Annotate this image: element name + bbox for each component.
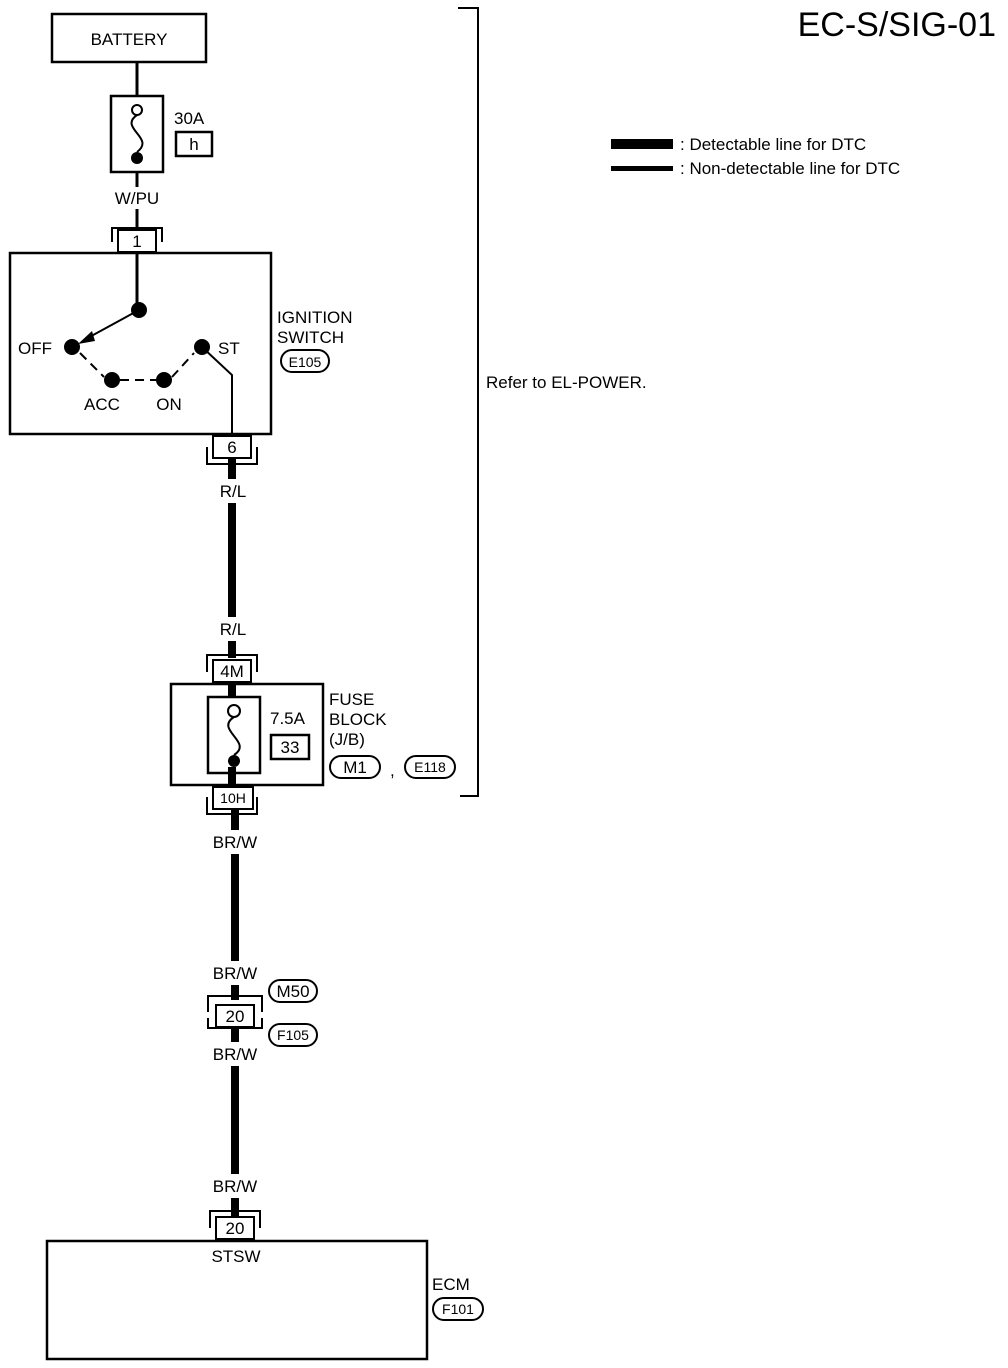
switch-st-wire bbox=[201, 346, 233, 436]
switch-pin1-housing bbox=[111, 227, 163, 242]
ignition-switch-connector-oval bbox=[280, 349, 330, 373]
legend-non-detectable: : Non-detectable line for DTC bbox=[680, 159, 900, 178]
fuse33-terminal-bottom bbox=[228, 755, 240, 767]
main-fuse-element bbox=[130, 114, 144, 153]
switch-contact-acc bbox=[104, 372, 120, 388]
ignition-switch-label-2: SWITCH bbox=[277, 328, 344, 347]
switch-pos-on: ON bbox=[156, 395, 182, 414]
page-id: EC-S/SIG-01 bbox=[798, 6, 996, 44]
main-fuse-id-box bbox=[174, 130, 214, 158]
legend-thick-line-sample bbox=[611, 139, 673, 149]
ecm-connector-oval bbox=[432, 1297, 484, 1321]
fuseblock-connector-separator: , bbox=[390, 761, 395, 780]
fuseblock-connector-a-oval bbox=[329, 755, 381, 779]
ecm-pin-housing bbox=[209, 1210, 261, 1228]
main-fuse-id: h bbox=[189, 135, 198, 154]
fuse33-number: 33 bbox=[281, 738, 300, 757]
wire-label-bg bbox=[204, 961, 266, 985]
legend-detectable: : Detectable line for DTC bbox=[680, 135, 866, 154]
joint-connector-bottom-oval bbox=[268, 1023, 318, 1047]
fuse33-terminal-top bbox=[227, 704, 241, 718]
main-fuse-terminal-top bbox=[131, 104, 143, 116]
wire-label-bg bbox=[204, 1042, 266, 1066]
fuseblock-connector-a: M1 bbox=[343, 758, 367, 777]
el-power-bracket bbox=[458, 7, 479, 797]
joint-connector-bottom: F105 bbox=[277, 1027, 309, 1043]
legend-thin-line-sample bbox=[611, 166, 673, 171]
wire-label-brw-3: BR/W bbox=[213, 1045, 257, 1064]
main-fuse-terminal-bottom bbox=[131, 152, 143, 164]
battery-label: BATTERY bbox=[91, 30, 168, 49]
fuse33-rating: 7.5A bbox=[270, 709, 306, 728]
switch-pos-acc: ACC bbox=[84, 395, 120, 414]
joint-connector-pin: 20 bbox=[226, 1007, 245, 1026]
wire-label-wpu: W/PU bbox=[115, 189, 159, 208]
ecm-connector: F101 bbox=[442, 1301, 474, 1317]
wire-label-bg bbox=[112, 187, 164, 209]
fuseblock-label-3: (J/B) bbox=[329, 730, 365, 749]
main-fuse-rating: 30A bbox=[174, 109, 205, 128]
legend: : Detectable line for DTC : Non-detectab… bbox=[611, 135, 900, 178]
fuseblock-connector-b-oval bbox=[404, 755, 456, 779]
wire-label-rl-bottom: R/L bbox=[220, 620, 246, 639]
ecm-label: ECM bbox=[432, 1275, 470, 1294]
fuseblock-connector-b: E118 bbox=[414, 759, 446, 775]
switch-pin6: 6 bbox=[227, 438, 236, 457]
refer-note: Refer to EL-POWER. bbox=[486, 373, 647, 392]
wire-label-brw-1: BR/W bbox=[213, 833, 257, 852]
switch-pos-off: OFF bbox=[18, 339, 52, 358]
ignition-switch-connector: E105 bbox=[289, 354, 322, 370]
switch-contact-on bbox=[156, 372, 172, 388]
fuseblock-label-2: BLOCK bbox=[329, 710, 387, 729]
battery-box bbox=[50, 12, 208, 64]
ignition-switch-box bbox=[8, 251, 273, 436]
ecm-box bbox=[45, 1239, 429, 1361]
wire-label-bg bbox=[210, 479, 256, 503]
switch-pin1: 1 bbox=[132, 232, 141, 251]
switch-lever-arrow bbox=[78, 331, 95, 344]
wire-label-brw-4: BR/W bbox=[213, 1177, 257, 1196]
fuseblock-pin-in-housing bbox=[206, 654, 258, 672]
ecm-pin-box bbox=[215, 1216, 255, 1240]
fuse33-element bbox=[227, 716, 241, 756]
wire-label-bg bbox=[204, 830, 266, 854]
switch-contact-off bbox=[64, 339, 80, 355]
fuseblock-pin-out: 10H bbox=[220, 790, 246, 806]
fuseblock-label-1: FUSE bbox=[329, 690, 374, 709]
switch-pos-st: ST bbox=[218, 339, 240, 358]
switch-position-path bbox=[79, 352, 195, 381]
joint-connector-pin-box bbox=[215, 1004, 255, 1028]
joint-connector-housing-top bbox=[207, 995, 263, 1012]
fuse33-number-box bbox=[269, 733, 311, 761]
ecm-pin: 20 bbox=[226, 1219, 245, 1238]
wire-label-bg bbox=[210, 617, 256, 641]
wire-label-bg bbox=[204, 1174, 266, 1198]
fuseblock-pin-in: 4M bbox=[220, 662, 244, 681]
ecm-terminal: STSW bbox=[211, 1247, 260, 1266]
wire-label-rl-top: R/L bbox=[220, 482, 246, 501]
ignition-switch-label-1: IGNITION bbox=[277, 308, 353, 327]
joint-connector-top-oval bbox=[268, 979, 318, 1003]
joint-connector-top: M50 bbox=[276, 982, 309, 1001]
wire-label-brw-2: BR/W bbox=[213, 964, 257, 983]
